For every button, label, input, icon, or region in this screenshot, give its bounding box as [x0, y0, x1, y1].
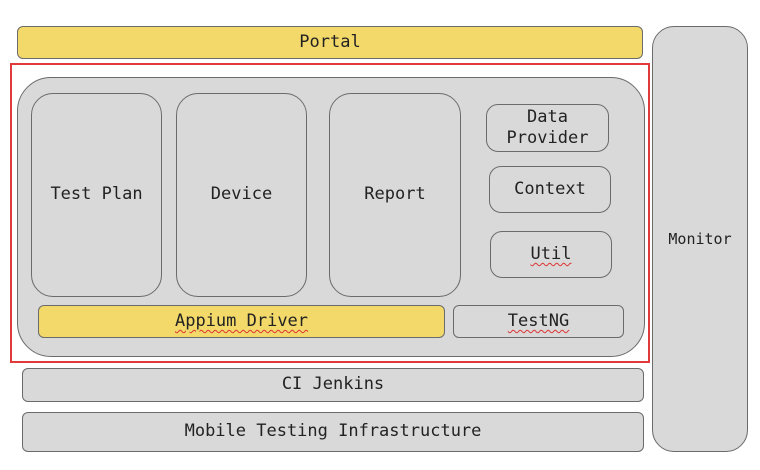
appium-driver-box: Appium Driver	[38, 305, 445, 338]
monitor-label: Monitor	[668, 229, 732, 248]
test-plan-label: Test Plan	[50, 184, 143, 205]
context-label: Context	[514, 178, 586, 199]
data-provider-label-line1: Data	[527, 106, 568, 127]
util-label: Util	[530, 243, 572, 264]
report-box: Report	[329, 93, 461, 297]
ci-jenkins-box: CI Jenkins	[22, 368, 644, 402]
test-plan-box: Test Plan	[31, 93, 162, 297]
device-label: Device	[210, 184, 273, 205]
highlight-frame	[10, 63, 650, 363]
appium-driver-label: Appium Driver	[174, 310, 309, 331]
infrastructure-box: Mobile Testing Infrastructure	[22, 412, 644, 452]
util-box: Util	[490, 231, 612, 278]
data-provider-box: Data Provider	[486, 104, 609, 152]
data-provider-label-line2: Provider	[506, 128, 589, 148]
testng-label: TestNG	[507, 310, 570, 331]
testng-box: TestNG	[453, 305, 624, 338]
infrastructure-label: Mobile Testing Infrastructure	[184, 421, 482, 442]
report-label: Report	[364, 184, 426, 205]
monitor-box: Monitor	[652, 26, 748, 452]
portal-label: Portal	[299, 31, 361, 52]
portal-box: Portal	[17, 26, 643, 59]
device-box: Device	[176, 93, 307, 297]
context-box: Context	[489, 166, 611, 213]
ci-jenkins-label: CI Jenkins	[281, 374, 385, 395]
